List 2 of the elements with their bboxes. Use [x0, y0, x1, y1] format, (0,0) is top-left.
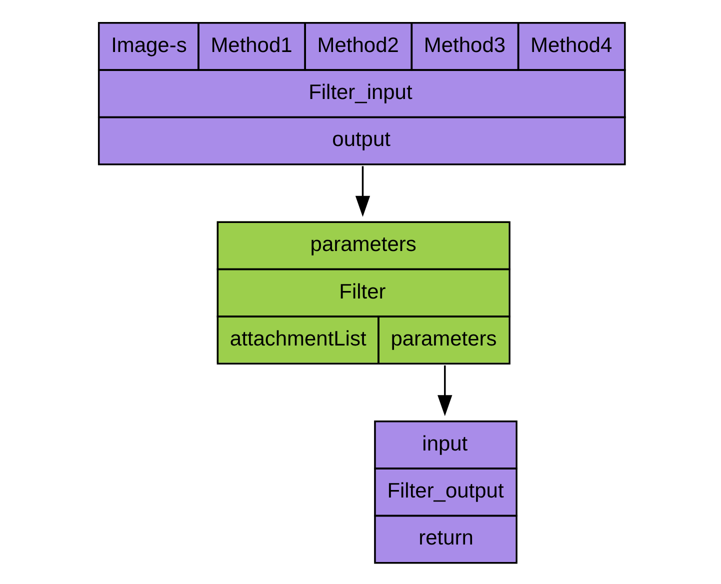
arrow — [437, 365, 452, 416]
arrow — [354, 166, 370, 217]
